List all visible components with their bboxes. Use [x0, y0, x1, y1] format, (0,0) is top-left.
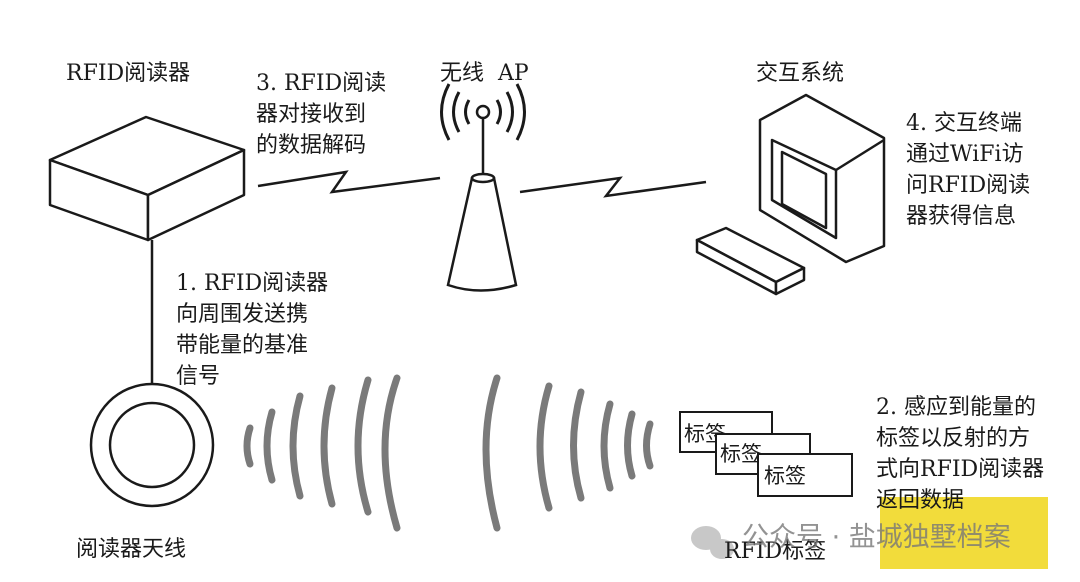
reader-antenna-ring: [89, 382, 215, 508]
step-2-text: 2. 感应到能量的 标签以反射的方 式向RFID阅读器 返回数据: [876, 395, 1045, 513]
tag-label: 标签: [720, 442, 762, 466]
tag-reflection-waves: [482, 374, 654, 532]
computer-monitor-icon: [758, 93, 886, 264]
wireless-link-ap-system: [519, 176, 707, 198]
step-4-text: 4. 交互终端 通过WiFi访 问RFID阅读 器获得信息: [906, 111, 1031, 229]
rfid-reader-box: [48, 115, 246, 242]
wireless-link-reader-ap: [257, 170, 441, 194]
reader-title: RFID阅读器: [66, 61, 191, 86]
step-3-text: 3. RFID阅读 器对接收到 的数据解码: [256, 71, 387, 158]
watermark-text: 公众号 · 盐城独墅档案: [742, 522, 1011, 553]
tag-label: 标签: [764, 464, 806, 488]
system-title: 交互系统: [756, 61, 845, 86]
step-1-text: 1. RFID阅读器 向周围发送携 带能量的基准 信号: [176, 271, 329, 389]
wireless-ap: [446, 104, 518, 292]
rfid-tag: 标签: [757, 453, 853, 497]
wechat-icon: [691, 526, 734, 559]
ap-title: 无线 AP: [440, 61, 529, 86]
watermark-highlight: [880, 497, 1048, 569]
keyboard-icon: [695, 226, 806, 296]
rfid-tags-title: RFID标签: [724, 539, 827, 564]
antenna-signal-waves: [243, 374, 401, 532]
ap-signal-icon: [440, 83, 526, 141]
antenna-title: 阅读器天线: [76, 537, 187, 562]
